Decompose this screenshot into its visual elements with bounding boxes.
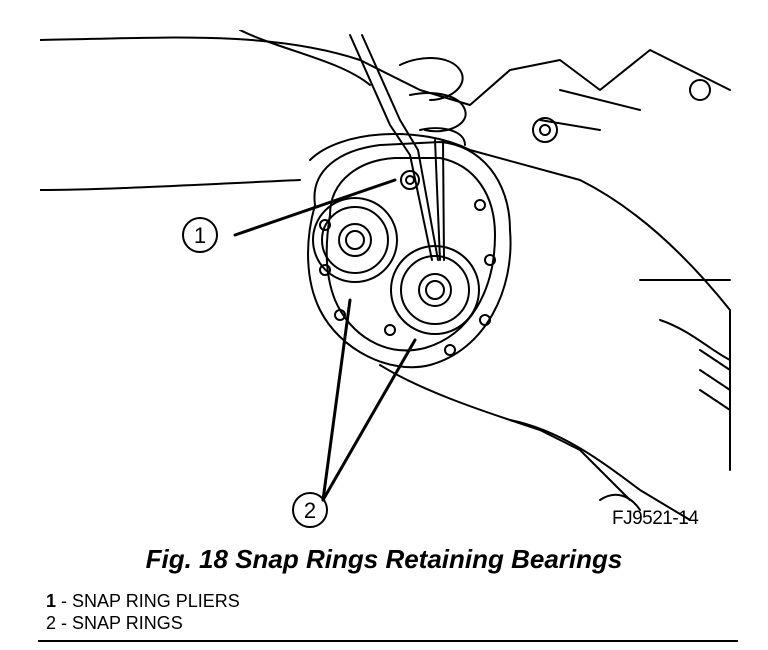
divider <box>38 640 738 642</box>
legend-item: 2 - SNAP RINGS <box>46 612 240 634</box>
legend-text: - SNAP RING PLIERS <box>56 591 240 611</box>
legend-number: 2 <box>46 613 57 633</box>
figure-id-code: FJ9521-14 <box>612 508 699 529</box>
technical-illustration: 1 2 <box>40 30 740 540</box>
legend-item: 1 - SNAP RING PLIERS <box>46 590 240 612</box>
legend-number: 1 <box>46 591 57 611</box>
figure-caption: Fig. 18 Snap Rings Retaining Bearings <box>145 544 623 574</box>
callout-1: 1 <box>194 223 206 248</box>
callout-2: 2 <box>304 498 316 523</box>
legend-text: - SNAP RINGS <box>56 613 183 633</box>
transfer-case-drawing: 1 2 <box>40 30 731 528</box>
legend: 1 - SNAP RING PLIERS 2 - SNAP RINGS <box>46 590 240 634</box>
